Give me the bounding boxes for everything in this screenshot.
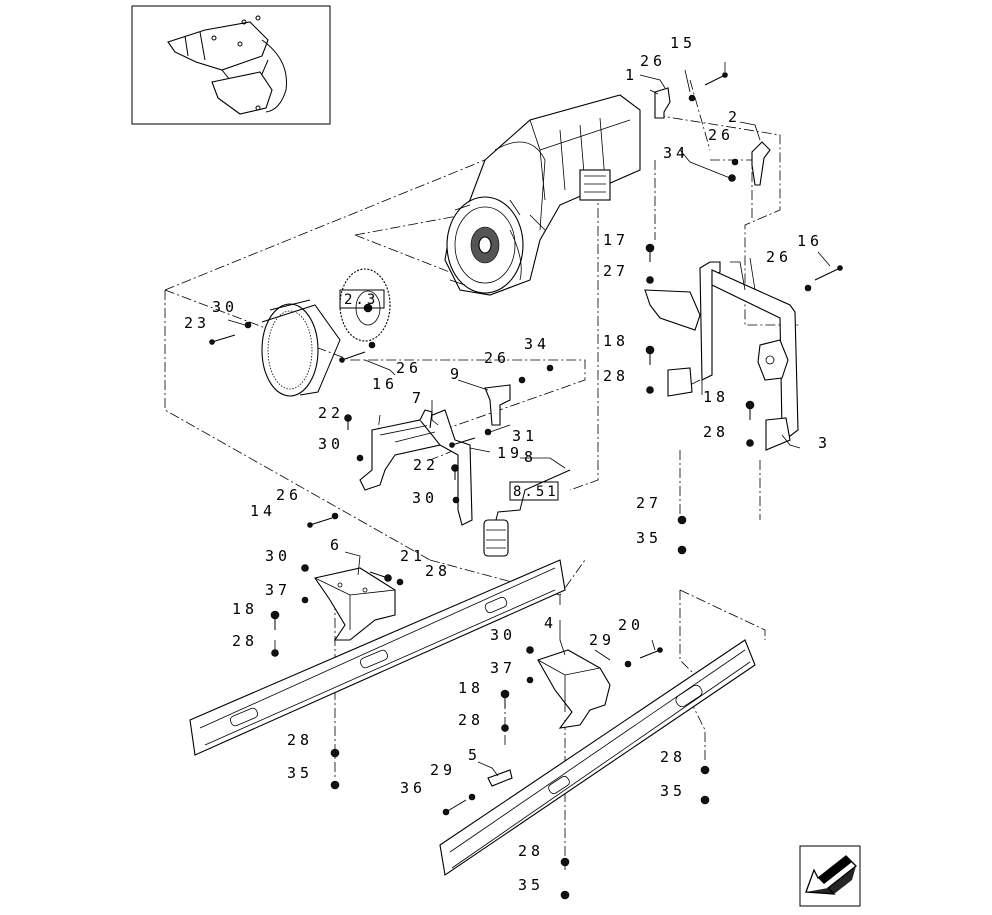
flywheel-ring	[261, 299, 341, 397]
callout-3: 3	[818, 434, 831, 452]
callout-26-mid: 26	[396, 359, 422, 377]
callout-30-mid: 30	[318, 435, 344, 453]
callout-21: 21	[400, 547, 426, 565]
bracket-part-1	[654, 87, 671, 119]
callout-28-mid: 28	[425, 562, 451, 580]
reference-box-2-3[interactable]: 2.3	[339, 289, 385, 309]
callout-18-left: 18	[232, 600, 258, 618]
callout-35-right: 35	[636, 529, 662, 547]
mount-bracket-part-4	[537, 649, 611, 729]
clip-part-5	[487, 769, 513, 787]
callout-28-right: 28	[703, 423, 729, 441]
callout-27-lower: 27	[636, 494, 662, 512]
callout-22-mid: 22	[413, 456, 439, 474]
callout-35-bottom: 35	[518, 876, 544, 894]
engine-assembly	[444, 94, 641, 296]
callout-17: 17	[603, 231, 629, 249]
callout-26-center: 26	[484, 349, 510, 367]
callout-9: 9	[450, 365, 463, 383]
callout-29-right: 29	[589, 631, 615, 649]
callout-37-left: 37	[265, 581, 291, 599]
reference-label-8-51: 8.51	[513, 484, 559, 500]
callout-numbers: 15 26 1 2 26 34 16 26 17 27 18 28 18 28 …	[184, 34, 831, 894]
callout-28-bottom-right: 28	[660, 748, 686, 766]
callout-2: 2	[728, 108, 741, 126]
callout-5: 5	[468, 746, 481, 764]
mount-bracket-part-6	[314, 567, 396, 641]
callout-26-lower: 26	[276, 486, 302, 504]
callout-35-bottom-right: 35	[660, 782, 686, 800]
back-arrow-icon	[805, 855, 857, 895]
callout-19: 19	[497, 444, 523, 462]
callout-23: 23	[184, 314, 210, 332]
callout-36: 36	[400, 779, 426, 797]
filter-housing	[483, 469, 571, 557]
center-bracket-part-7	[359, 409, 473, 526]
callout-30-left: 30	[212, 298, 238, 316]
callout-16-mid: 16	[372, 375, 398, 393]
callout-6: 6	[330, 536, 343, 554]
callout-1: 1	[625, 66, 638, 84]
navigation-arrow-button[interactable]	[799, 845, 861, 907]
bracket-part-9	[484, 384, 511, 426]
callout-27-upper: 27	[603, 262, 629, 280]
callout-28-bottom-left: 28	[287, 731, 313, 749]
callout-35-left: 35	[287, 764, 313, 782]
callout-28-lower: 28	[458, 711, 484, 729]
callout-30-right: 30	[490, 626, 516, 644]
callout-37-right: 37	[490, 659, 516, 677]
callout-22-left: 22	[318, 404, 344, 422]
callout-14: 14	[250, 502, 276, 520]
chassis-rail-right	[439, 639, 756, 876]
callout-7: 7	[412, 389, 425, 407]
inset-detail-view	[131, 5, 331, 125]
callout-26-top: 26	[640, 52, 666, 70]
callout-leaders	[227, 62, 831, 777]
reference-label-2-3: 2.3	[344, 292, 378, 308]
callout-15: 15	[670, 34, 696, 52]
callout-26-right: 26	[766, 248, 792, 266]
callout-16-right: 16	[797, 232, 823, 250]
callout-18-right: 18	[703, 388, 729, 406]
chassis-rail-left	[189, 559, 566, 756]
callout-28-left: 28	[232, 632, 258, 650]
callout-26-upper-right: 26	[708, 126, 734, 144]
callout-8: 8	[524, 448, 537, 466]
reference-box-8-51[interactable]: 8.51	[509, 481, 559, 501]
callout-18-lower: 18	[458, 679, 484, 697]
bracket-part-2	[751, 141, 771, 186]
callout-20: 20	[618, 616, 644, 634]
callout-28-bottom: 28	[518, 842, 544, 860]
callout-34-upper: 34	[663, 144, 689, 162]
callout-31: 31	[512, 427, 538, 445]
callout-29-lower: 29	[430, 761, 456, 779]
callout-30-lower: 30	[265, 547, 291, 565]
callout-4: 4	[544, 614, 557, 632]
callout-28-upper: 28	[603, 367, 629, 385]
callout-30-center: 30	[412, 489, 438, 507]
callout-34-center: 34	[524, 335, 550, 353]
support-frame-part-3	[644, 257, 799, 451]
callout-18-upper: 18	[603, 332, 629, 350]
fasteners	[209, 72, 843, 900]
